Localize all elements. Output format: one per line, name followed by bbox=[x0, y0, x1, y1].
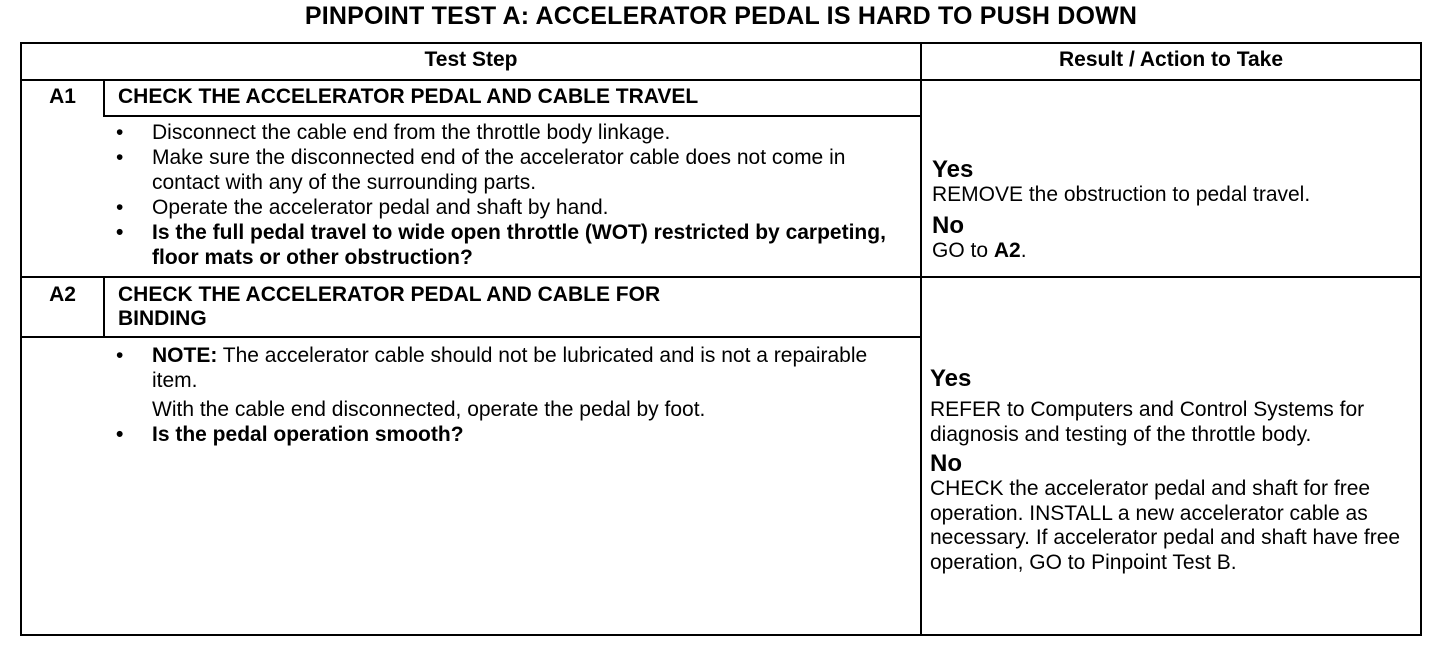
list-item: •Make sure the disconnected end of the a… bbox=[116, 146, 846, 194]
bullet-icon: • bbox=[116, 146, 124, 169]
result-a1: Yes REMOVE the obstruction to pedal trav… bbox=[932, 157, 1412, 263]
bullet-icon: • bbox=[116, 121, 124, 144]
no-label: No bbox=[930, 450, 962, 477]
step-a1-instructions: •Disconnect the cable end from the throt… bbox=[116, 120, 906, 270]
list-item: •Is the full pedal travel to wide open t… bbox=[116, 221, 886, 269]
step-ref-a2: A2 bbox=[993, 238, 1021, 262]
no-action: CHECK the accelerator pedal and shaft fo… bbox=[930, 477, 1401, 574]
bullet-icon: • bbox=[116, 196, 124, 219]
step-a2-instructions: •NOTE: The accelerator cable should not … bbox=[116, 343, 906, 447]
list-item: •Disconnect the cable end from the throt… bbox=[116, 121, 671, 144]
result-a2: Yes REFER to Computers and Control Syste… bbox=[930, 366, 1418, 575]
step-title-a1: CHECK THE ACCELERATOR PEDAL AND CABLE TR… bbox=[118, 85, 699, 108]
no-label: No bbox=[932, 211, 964, 239]
header-result: Result / Action to Take bbox=[1058, 48, 1284, 71]
list-item: •Operate the accelerator pedal and shaft… bbox=[116, 196, 609, 219]
bullet-icon: • bbox=[116, 344, 124, 367]
yes-label: Yes bbox=[930, 365, 972, 392]
bullet-icon: • bbox=[116, 423, 124, 446]
step-title-a2: CHECK THE ACCELERATOR PEDAL AND CABLE FO… bbox=[118, 283, 661, 330]
header-test-step: Test Step bbox=[424, 48, 518, 71]
yes-action: REMOVE the obstruction to pedal travel. bbox=[932, 183, 1311, 206]
page-title: PINPOINT TEST A: ACCELERATOR PEDAL IS HA… bbox=[304, 2, 1138, 30]
yes-action: REFER to Computers and Control Systems f… bbox=[930, 398, 1365, 446]
no-action: GO to A2. bbox=[932, 238, 1027, 262]
step-id-a1: A1 bbox=[49, 85, 76, 108]
step-id-a2: A2 bbox=[49, 283, 76, 306]
note-label: NOTE: bbox=[152, 344, 218, 367]
list-item: With the cable end disconnected, operate… bbox=[152, 398, 706, 421]
bullet-icon: • bbox=[116, 221, 124, 244]
list-item: •Is the pedal operation smooth? bbox=[116, 423, 464, 446]
list-item: •NOTE: The accelerator cable should not … bbox=[116, 344, 868, 392]
yes-label: Yes bbox=[932, 156, 974, 183]
